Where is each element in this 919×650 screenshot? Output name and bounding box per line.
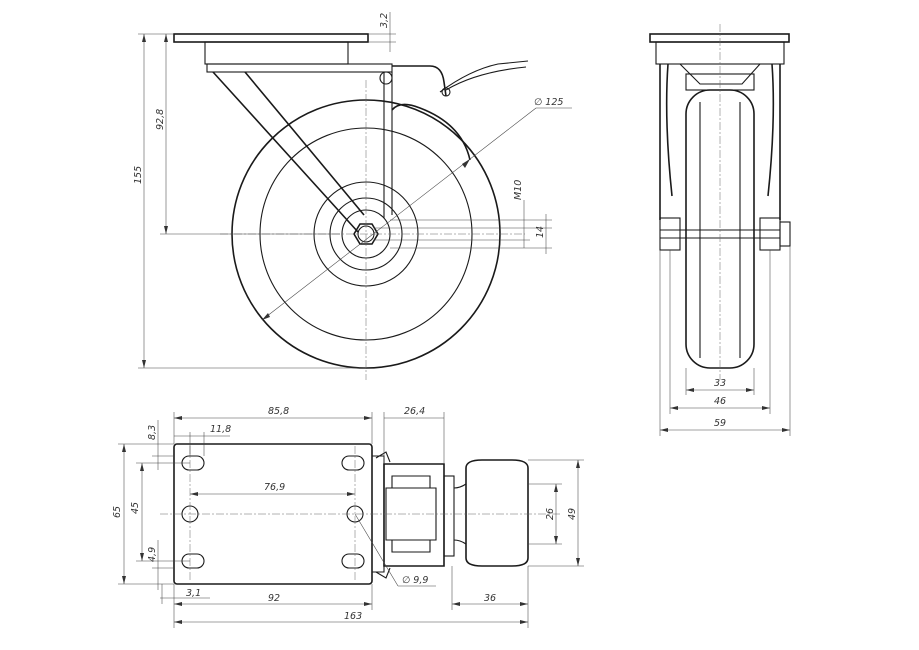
side-brake-lever xyxy=(439,60,529,93)
dim-hole-leader xyxy=(354,513,399,587)
front-view: 33 46 59 xyxy=(649,24,791,436)
dim-arrow xyxy=(520,602,528,606)
dim-plan-wheel-width: 49 xyxy=(567,508,578,520)
dim-arrow xyxy=(262,313,270,320)
plan-wheel-sides xyxy=(453,483,467,545)
dim-arrow xyxy=(174,602,182,606)
front-bolt-end xyxy=(779,221,791,247)
dim-arrow xyxy=(452,602,460,606)
front-wheel xyxy=(685,89,755,369)
dim-arrow xyxy=(462,159,470,168)
plan-axle-stub xyxy=(443,475,455,557)
dim-plate-thickness: 3,2 xyxy=(379,13,390,28)
dim-arrow xyxy=(364,416,372,420)
dim-arrow xyxy=(347,492,355,496)
side-fork-top xyxy=(206,63,393,73)
side-brake-pin xyxy=(441,87,451,97)
dim-overall-width: 59 xyxy=(714,418,726,429)
dim-slot-length: 11,8 xyxy=(210,424,231,435)
dim-axle-height: 92,8 xyxy=(155,109,166,130)
dim-offset-to-wheel: 26,4 xyxy=(404,406,425,417)
dim-slot-offset: 4,9 xyxy=(147,547,158,562)
dim-hole-spacing-inner: 76,9 xyxy=(264,482,285,493)
side-wheel-guard xyxy=(391,103,471,161)
dim-arrow xyxy=(190,492,198,496)
dim-tread-width: 33 xyxy=(714,378,726,389)
dim-arrow xyxy=(554,484,558,492)
dim-arrow xyxy=(122,576,126,584)
dim-hub-width: 14 xyxy=(535,226,546,238)
dim-arrow xyxy=(174,620,182,624)
dim-arrow xyxy=(782,428,790,432)
dim-arrow xyxy=(576,460,580,468)
plan-slot-tr xyxy=(341,455,365,471)
dim-arrow xyxy=(164,226,168,234)
dim-arrow xyxy=(142,34,146,42)
side-brake-lever-inner xyxy=(445,66,527,91)
dim-hole-edge-offset: 8,3 xyxy=(147,425,158,440)
dim-wheel-width: 46 xyxy=(714,396,726,407)
plan-wheel-tread xyxy=(465,459,529,567)
dim-arrow xyxy=(364,602,372,606)
dim-wheel-diameter: ∅ 125 xyxy=(534,97,563,108)
dim-total-height: 155 xyxy=(133,166,144,184)
side-top-plate xyxy=(173,33,369,43)
dim-arrow xyxy=(520,620,528,624)
front-nut-left xyxy=(659,217,681,251)
dim-overall-length: 163 xyxy=(344,611,362,622)
side-mount-block xyxy=(204,41,349,65)
dim-wheel-overhang: 36 xyxy=(484,593,496,604)
dim-arrow xyxy=(164,34,168,42)
plan-slot-br xyxy=(341,553,365,569)
side-fork-rear xyxy=(383,72,393,218)
dim-arrow xyxy=(576,558,580,566)
dim-arrow xyxy=(174,416,182,420)
dim-plate-width: 65 xyxy=(112,506,123,518)
front-fork-cheeks xyxy=(659,63,781,220)
plan-fork-tabs xyxy=(391,475,431,553)
plan-brake-clips xyxy=(375,451,391,579)
dim-arrow xyxy=(746,388,754,392)
side-view: 155 92,8 3,2 ∅ 125 M10 14 xyxy=(133,12,572,380)
dim-plate-edge-offset: 3,1 xyxy=(186,588,201,599)
dim-wheel-tread-width: 26 xyxy=(545,508,556,520)
dim-plate-length-holes: 85,8 xyxy=(268,406,289,417)
dim-arrow xyxy=(670,406,678,410)
dim-arrow xyxy=(686,388,694,392)
side-fork-pivot xyxy=(379,71,393,85)
front-nut-right xyxy=(759,217,781,251)
side-fork-leg xyxy=(212,71,365,233)
dim-arrow xyxy=(554,536,558,544)
side-brake-body xyxy=(392,65,447,97)
plan-fork-housing xyxy=(383,463,445,567)
dim-arrow xyxy=(140,463,144,471)
dim-arrow xyxy=(122,444,126,452)
dim-arrow xyxy=(140,553,144,561)
dim-bolt-thread: M10 xyxy=(513,180,524,200)
dim-arrow xyxy=(660,428,668,432)
dim-hole-spacing-y: 45 xyxy=(130,502,141,514)
plan-fork-inner xyxy=(385,487,437,541)
plan-view: 85,8 11,8 26,4 76,9 65 45 8,3 4,9 xyxy=(112,406,584,628)
front-top-plate xyxy=(649,33,790,43)
dim-plate-length: 92 xyxy=(268,593,280,604)
dim-hole-diameter: ∅ 9,9 xyxy=(402,575,428,586)
dim-arrow xyxy=(762,406,770,410)
dim-diameter-leader xyxy=(261,107,537,321)
dim-arrow xyxy=(142,360,146,368)
